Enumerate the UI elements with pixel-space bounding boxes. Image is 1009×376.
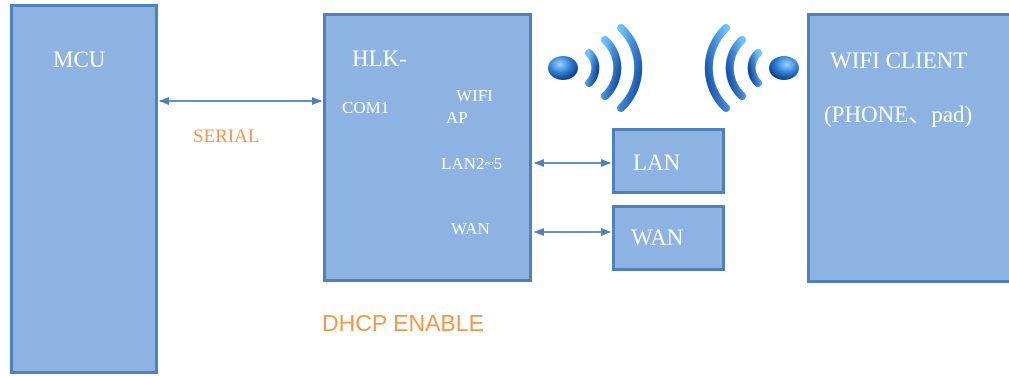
wifi-client-label: WIFI CLIENT bbox=[830, 48, 968, 73]
wifi-signal-left-icon bbox=[704, 24, 799, 112]
wan-box-label: WAN bbox=[631, 225, 684, 250]
module-title: HLK- bbox=[352, 46, 407, 71]
lan-port-label: LAN2~5 bbox=[441, 154, 503, 173]
hlk-module-box: HLK- COM1 WIFI AP LAN2~5 WAN bbox=[323, 13, 532, 282]
wifi-client-box: WIFI CLIENT (PHONE、pad) bbox=[807, 13, 1009, 283]
wifi-ap-label-line1: WIFI bbox=[456, 86, 493, 105]
wifi-client-devices-label: (PHONE、pad) bbox=[824, 102, 973, 127]
wan-port-label: WAN bbox=[451, 219, 490, 238]
dhcp-enable-label: DHCP ENABLE bbox=[322, 310, 484, 336]
wifi-ap-label-line2: AP bbox=[446, 108, 468, 127]
lan-box: LAN bbox=[612, 128, 725, 194]
mcu-label: MCU bbox=[53, 47, 106, 72]
com1-port-label: COM1 bbox=[342, 98, 390, 117]
serial-label: SERIAL bbox=[193, 126, 260, 147]
wifi-signal-right-icon bbox=[548, 24, 643, 112]
lan-box-label: LAN bbox=[633, 150, 681, 175]
wan-box: WAN bbox=[612, 205, 725, 271]
mcu-box: MCU bbox=[10, 4, 158, 374]
